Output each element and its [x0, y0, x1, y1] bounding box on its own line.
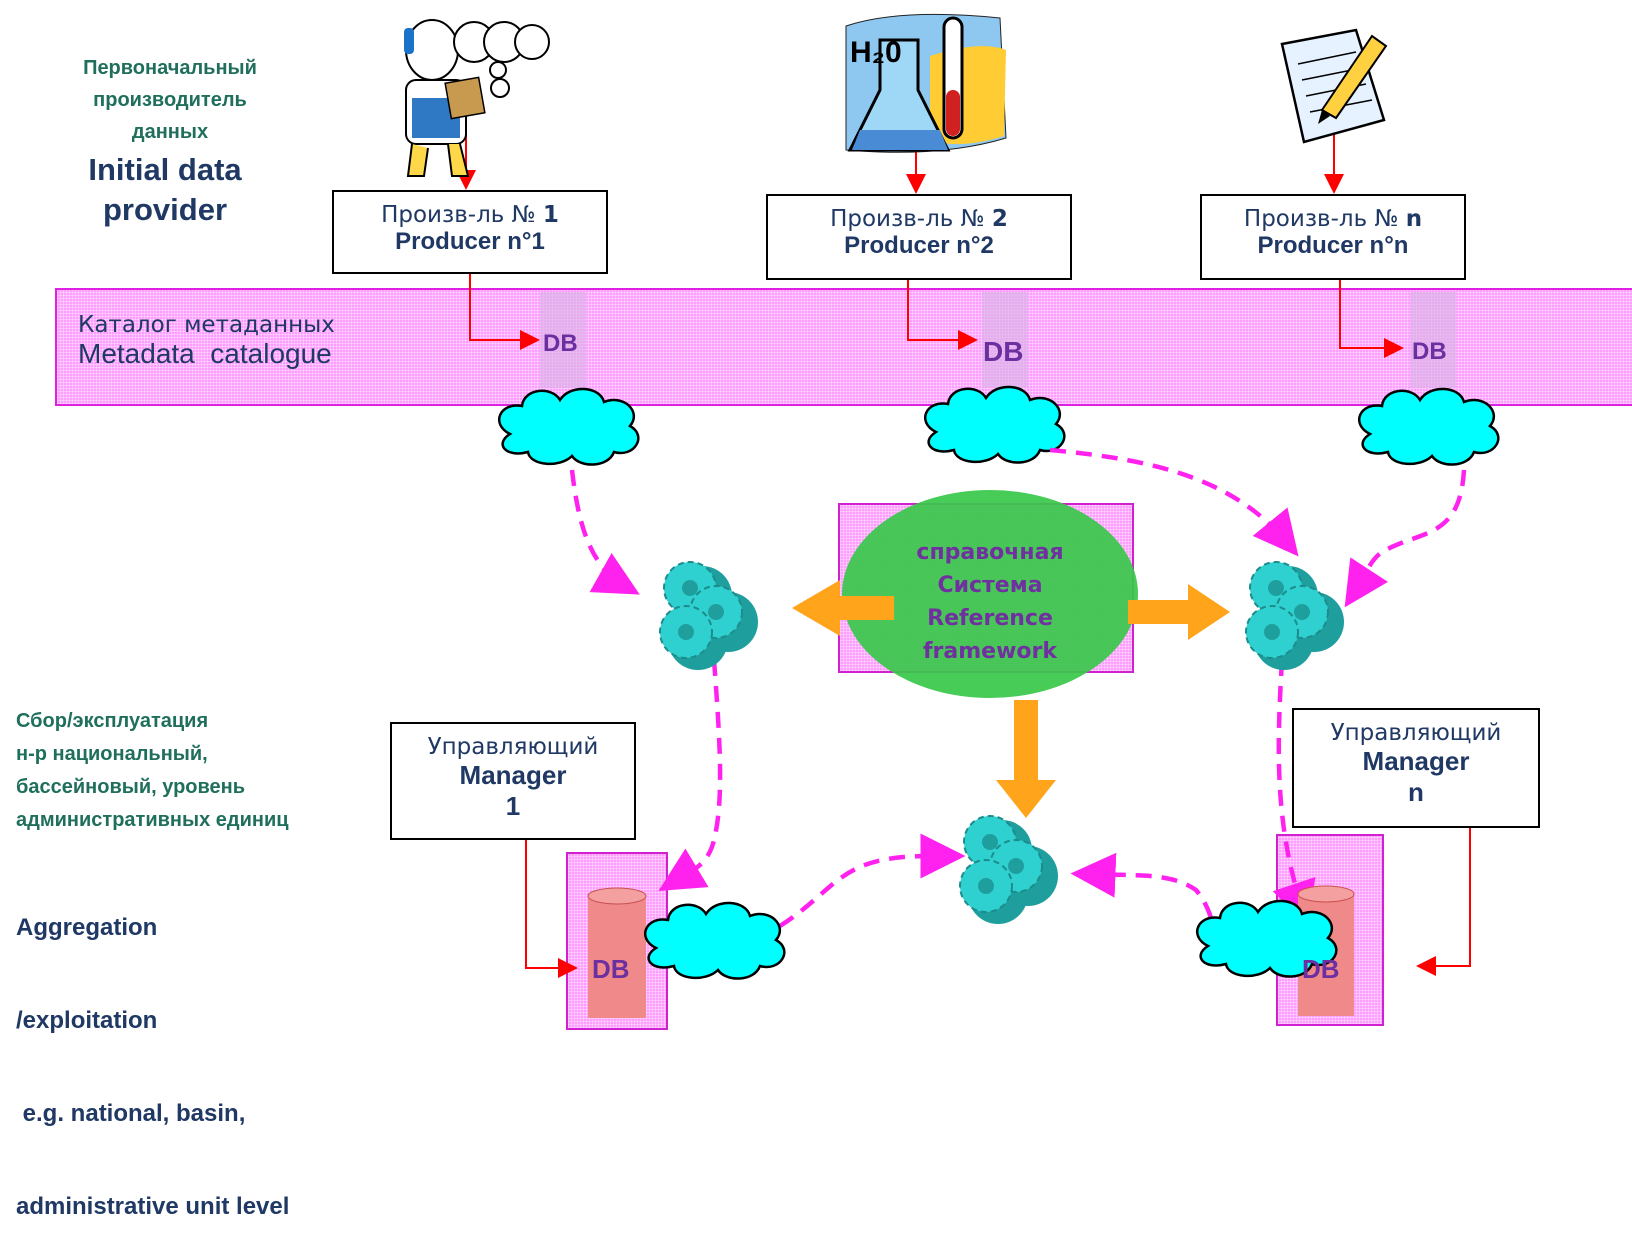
initial-provider-ru: Первоначальный производитель данных — [83, 57, 257, 143]
meter-reader-icon — [404, 19, 550, 177]
initial-provider-en: Initial data provider — [88, 152, 242, 227]
db-label-manager-n: DB — [1302, 954, 1340, 984]
metadata-catalogue-label: Каталог метаданных Metadata catalogue — [78, 312, 335, 369]
reference-framework-label: справочная Система Reference framework — [916, 540, 1064, 664]
manager-box-1: Управляющий Manager 1 — [390, 722, 636, 840]
producer-box-1: Произв-ль № 1 Producer n°1 — [332, 190, 608, 274]
laboratory-icon: H₂0 — [845, 13, 1007, 153]
svg-text:H₂0: H₂0 — [850, 36, 902, 69]
manager-box-n: Управляющий Manager n — [1292, 708, 1540, 828]
producer-box-2: Произв-ль № 2 Producer n°2 — [766, 194, 1072, 280]
db-cylinder-manager-1 — [587, 887, 647, 1018]
db-label-manager-1: DB — [592, 954, 630, 984]
db-label-producer-2: DB — [983, 336, 1024, 367]
producer-box-n: Произв-ль № n Producer n°n — [1200, 194, 1466, 280]
document-pen-icon — [1280, 28, 1388, 144]
aggregation-ru: Сбор/эксплуатация н-р национальный, басс… — [16, 710, 289, 831]
diagram-graphics: H₂0 — [404, 13, 1500, 1018]
db-label-producer-n: DB — [1412, 338, 1447, 365]
metadata-catalogue-band — [55, 288, 1632, 406]
db-label-producer-1: DB — [543, 330, 578, 357]
